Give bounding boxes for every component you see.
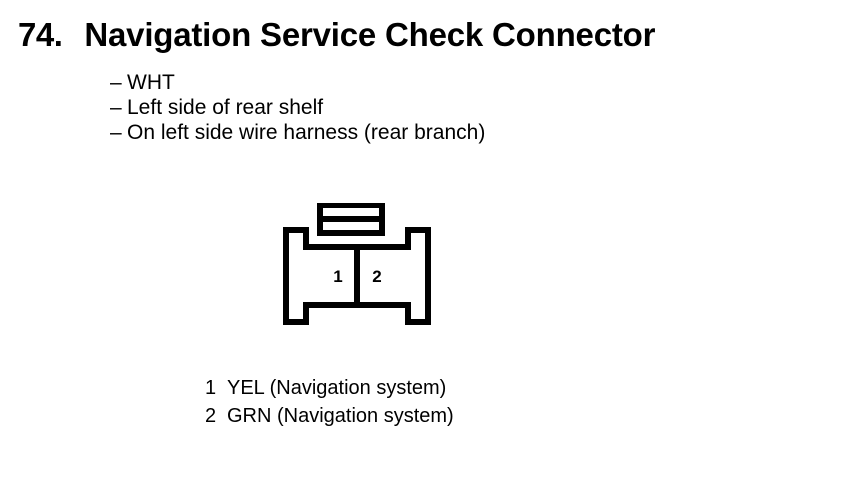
legend-pin-description: GRN (Navigation system) [227, 405, 454, 427]
page-header: 74. Navigation Service Check Connector [18, 16, 655, 54]
spec-item-label: Left side of rear shelf [127, 96, 324, 119]
connector-illustration: 1 2 [283, 203, 431, 325]
spec-item-label: On left side wire harness (rear branch) [127, 121, 486, 144]
spec-list: – WHT – Left side of rear shelf – On lef… [110, 70, 485, 145]
spec-item-label: WHT [127, 71, 175, 94]
legend-row: 1 YEL (Navigation system) [205, 374, 454, 402]
connector-body-outline [283, 227, 431, 325]
dash-marker: – [110, 121, 122, 144]
pin-legend: 1 YEL (Navigation system) 2 GRN (Navigat… [205, 374, 454, 430]
connector-locking-tab [317, 203, 385, 236]
spec-item-location: – Left side of rear shelf [110, 95, 485, 120]
pin-number-2: 2 [372, 267, 381, 286]
dash-marker: – [110, 96, 122, 119]
connector-diagram: 1 2 [283, 203, 431, 325]
item-number: 74. [18, 16, 63, 53]
legend-pin-description: YEL (Navigation system) [227, 377, 447, 399]
spec-item-wire-color: – WHT [110, 70, 485, 95]
legend-row: 2 GRN (Navigation system) [205, 402, 454, 430]
pin-number-1: 1 [333, 267, 342, 286]
dash-marker: – [110, 71, 122, 94]
page-title: Navigation Service Check Connector [84, 16, 656, 53]
legend-pin-number: 2 [205, 405, 217, 427]
legend-pin-number: 1 [205, 377, 217, 399]
spec-item-harness: – On left side wire harness (rear branch… [110, 120, 485, 145]
